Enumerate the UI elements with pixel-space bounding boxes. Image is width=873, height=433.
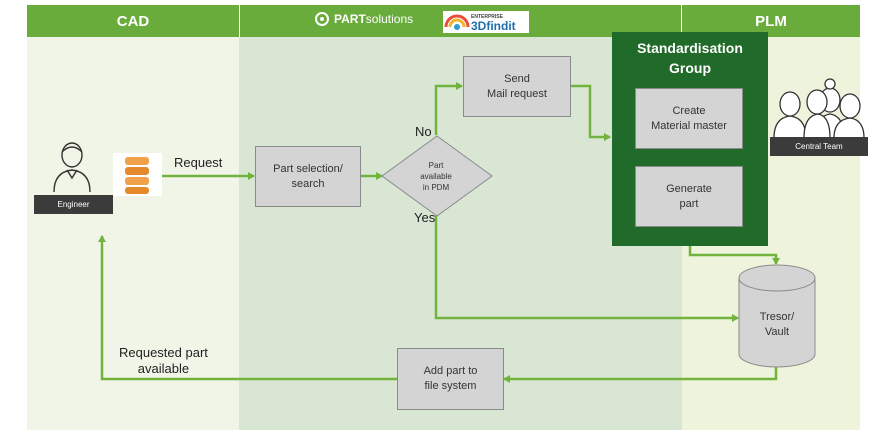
- add-part-box: Add part to file system: [397, 348, 504, 410]
- parts-stack-icon: [113, 153, 162, 196]
- engineer-icon: [53, 142, 91, 192]
- vault-label: Tresor/ Vault: [759, 311, 795, 338]
- 3dfindit-main: 3Dfindit: [471, 19, 516, 33]
- arrow-to-engineer: [98, 235, 397, 381]
- send-mail-box: Send Mail request: [463, 56, 571, 117]
- central-team-icon: [773, 78, 865, 138]
- partsolutions-logo-bold: PART: [334, 12, 366, 26]
- arrow-yes: [434, 215, 739, 322]
- partsolutions-logo-text: solutions: [365, 12, 414, 26]
- engineer-label: Engineer: [34, 195, 113, 214]
- create-material-master-box: Create Material master: [635, 88, 743, 149]
- arrow-to-std-group: [571, 84, 611, 141]
- part-selection-box: Part selection/ search: [255, 146, 361, 207]
- decision-diamond: [381, 135, 493, 217]
- arrow-to-vault: [688, 246, 780, 265]
- 3dfindit-logo: ENTERPRISE 3Dfindit: [443, 11, 529, 33]
- cad-lane: [27, 37, 239, 430]
- vault-cylinder: [738, 264, 816, 368]
- request-label: Request: [174, 155, 223, 170]
- requested-part-label: Requested part available: [119, 345, 208, 376]
- decision-label: Part available in PDM: [420, 160, 452, 192]
- no-label: No: [415, 124, 432, 139]
- arrow-vault-to-add: [503, 365, 778, 383]
- standardisation-group-title: Standardisation Group: [637, 40, 743, 76]
- 3dfindit-logo-icon: [444, 14, 470, 30]
- arrow-no: [434, 82, 463, 135]
- central-team-label: Central Team: [770, 137, 868, 156]
- cad-header: CAD: [27, 5, 239, 37]
- 3dfindit-top: ENTERPRISE: [471, 14, 503, 20]
- plm-header: PLM: [682, 5, 860, 37]
- generate-part-box: Generate part: [635, 166, 743, 227]
- partsolutions-icon: [315, 12, 329, 26]
- yes-label: Yes: [414, 210, 436, 225]
